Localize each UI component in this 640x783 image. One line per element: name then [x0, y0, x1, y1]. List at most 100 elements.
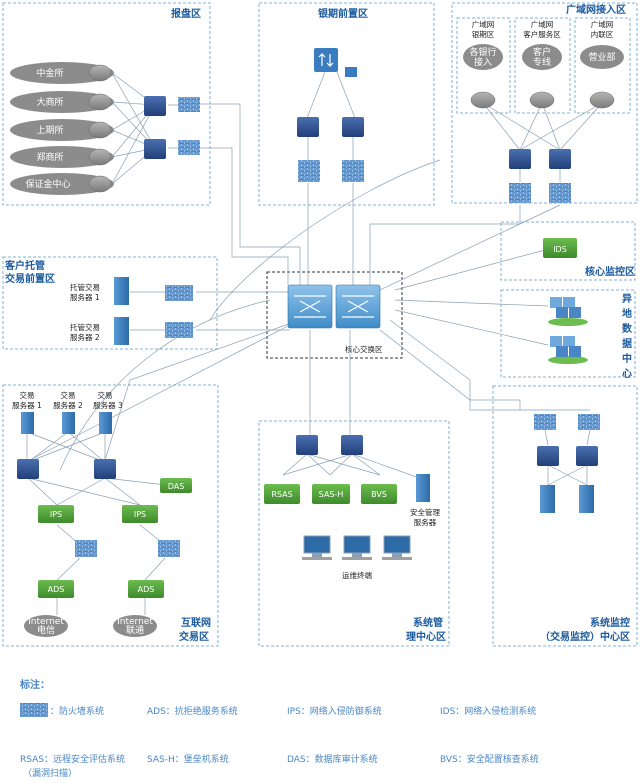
zone-custody-title-1: 客户托管: [4, 259, 45, 272]
trade-server-label: 交易: [98, 390, 113, 400]
quote-switches: [144, 96, 200, 159]
server-icon: [416, 474, 430, 502]
switch-icon: [144, 139, 166, 159]
zone-custody-title-2: 交易前置区: [5, 272, 55, 285]
exchange-list: 中金所 大商所 上期所 郑商所 保证金中心: [10, 62, 114, 195]
ips-device: [122, 505, 158, 523]
zone-internet-trade: 互联网 交易区: [2, 384, 219, 647]
bvs-device: [361, 484, 397, 504]
switch-icon: [297, 117, 319, 137]
legend-item: BVS：安全配置核查系统: [440, 753, 539, 765]
ops-terminal-label: 运维终端: [342, 570, 372, 580]
internet-telecom: Internet 电信: [24, 615, 68, 637]
trade-server-label: 交易: [61, 390, 76, 400]
zone-core-monitor: 核心监控区: [500, 221, 636, 281]
exchange-label: 中金所: [36, 67, 63, 79]
monitor-devices: IDS: [543, 238, 588, 364]
router-icon: [88, 175, 112, 193]
firewall-icon: [578, 414, 600, 430]
ids-device: [543, 238, 577, 258]
zone-wan-title: 广域网接入区: [566, 3, 626, 16]
server-icon: [579, 485, 594, 513]
ids-label: IDS: [553, 245, 567, 254]
zone-sys-monitor-title-1: 系统监控: [590, 616, 630, 629]
switch-icon: [341, 435, 363, 455]
core-switches: [287, 284, 381, 329]
ips-label: IPS: [134, 510, 146, 519]
custody-server-label: 托管交易: [70, 282, 100, 292]
server-icon: [114, 277, 129, 305]
custody-server-label: 托管交易: [70, 322, 100, 332]
exchange-label: 大商所: [36, 96, 63, 108]
exchange-margin-center: 保证金中心: [10, 173, 114, 195]
router-icon: [88, 121, 112, 139]
wan-bank-label-1: 广域网: [472, 19, 495, 29]
firewall-icon: [165, 322, 193, 338]
exchange-cffex: 中金所: [10, 62, 114, 84]
firewall-icon: [20, 703, 48, 717]
terminal-icon: [302, 535, 332, 560]
switch-icon: [342, 117, 364, 137]
zone-internet-trade-title-2: 交易区: [179, 630, 209, 643]
switch-icon: [94, 459, 116, 479]
internet-unicom: Internet 联通: [113, 615, 157, 637]
das-label: DAS: [168, 482, 185, 491]
server-icon: [345, 67, 357, 77]
remote-storage-icon: [548, 336, 588, 364]
switch-icon: [509, 149, 531, 169]
wan-site-label: 专线: [533, 56, 551, 68]
switch-icon: [296, 435, 318, 455]
server-icon: [62, 412, 75, 434]
terminal-icon: [382, 535, 412, 560]
zone-sys-mgmt: 系统管 理中心区: [258, 420, 450, 647]
firewall-icon: [534, 414, 556, 430]
remote-dc-char-3: 数: [622, 322, 633, 335]
router-icon: [88, 148, 112, 166]
exchange-label: 郑商所: [36, 151, 63, 163]
wan-site-bank: 各银行 接入: [463, 44, 503, 70]
server-icon: [314, 48, 338, 72]
firewall-icon: [342, 160, 364, 182]
switch-icon: [576, 446, 598, 466]
ads-label: ADS: [48, 585, 65, 594]
sash-label: SAS-H: [319, 490, 344, 499]
server-icon: [114, 317, 129, 345]
zone-sys-monitor-title-2: （交易监控）中心区: [540, 630, 630, 643]
zone-wan: 广域网接入区 广域网 银期区 广域网 客户服务区 广域网 内联区: [451, 2, 638, 204]
legend-title: 标注：: [19, 678, 50, 691]
ads-device: [128, 580, 164, 598]
switch-icon: [549, 149, 571, 169]
wan-site-client: 客户 专线: [522, 44, 562, 70]
wan-site-label: 接入: [474, 56, 492, 68]
internet-label: Internet: [28, 617, 64, 627]
remote-dc-char-4: 据: [622, 337, 632, 350]
exchange-czce: 郑商所: [10, 146, 114, 168]
wan-site-label: 营业部: [588, 51, 615, 63]
exchange-shfe: 上期所: [10, 119, 114, 141]
firewall-icon: [298, 160, 320, 182]
zone-sys-mgmt-title-1: 系统管: [413, 616, 443, 629]
ads-label: ADS: [138, 585, 155, 594]
zone-core-switch-title: 核心交换区: [345, 344, 383, 354]
remote-dc-char-5: 中: [622, 352, 632, 365]
rsas-label: RSAS: [271, 490, 292, 499]
trade-server-label: 交易: [20, 390, 35, 400]
zone-internet-trade-title-1: 互联网: [181, 616, 211, 629]
custody-server-label: 服务器 2: [70, 332, 100, 342]
switch-icon: [537, 446, 559, 466]
legend-item: DAS：数据库审计系统: [287, 753, 378, 765]
bvs-label: BVS: [371, 490, 387, 499]
ads-device: [38, 580, 74, 598]
firewall-icon: [549, 183, 571, 203]
wan-bank-label-2: 银期区: [472, 30, 495, 39]
router-icon: [589, 91, 615, 109]
exchange-label: 保证金中心: [25, 178, 70, 190]
terminal-icon: [342, 535, 372, 560]
server-icon: [99, 412, 112, 434]
legend-item: （漏洞扫描）: [23, 767, 77, 779]
remote-storage-icon: [548, 297, 588, 326]
wan-site-label: 各银行: [469, 46, 496, 58]
internet-label: 电信: [37, 624, 55, 636]
switch-icon: [17, 459, 39, 479]
